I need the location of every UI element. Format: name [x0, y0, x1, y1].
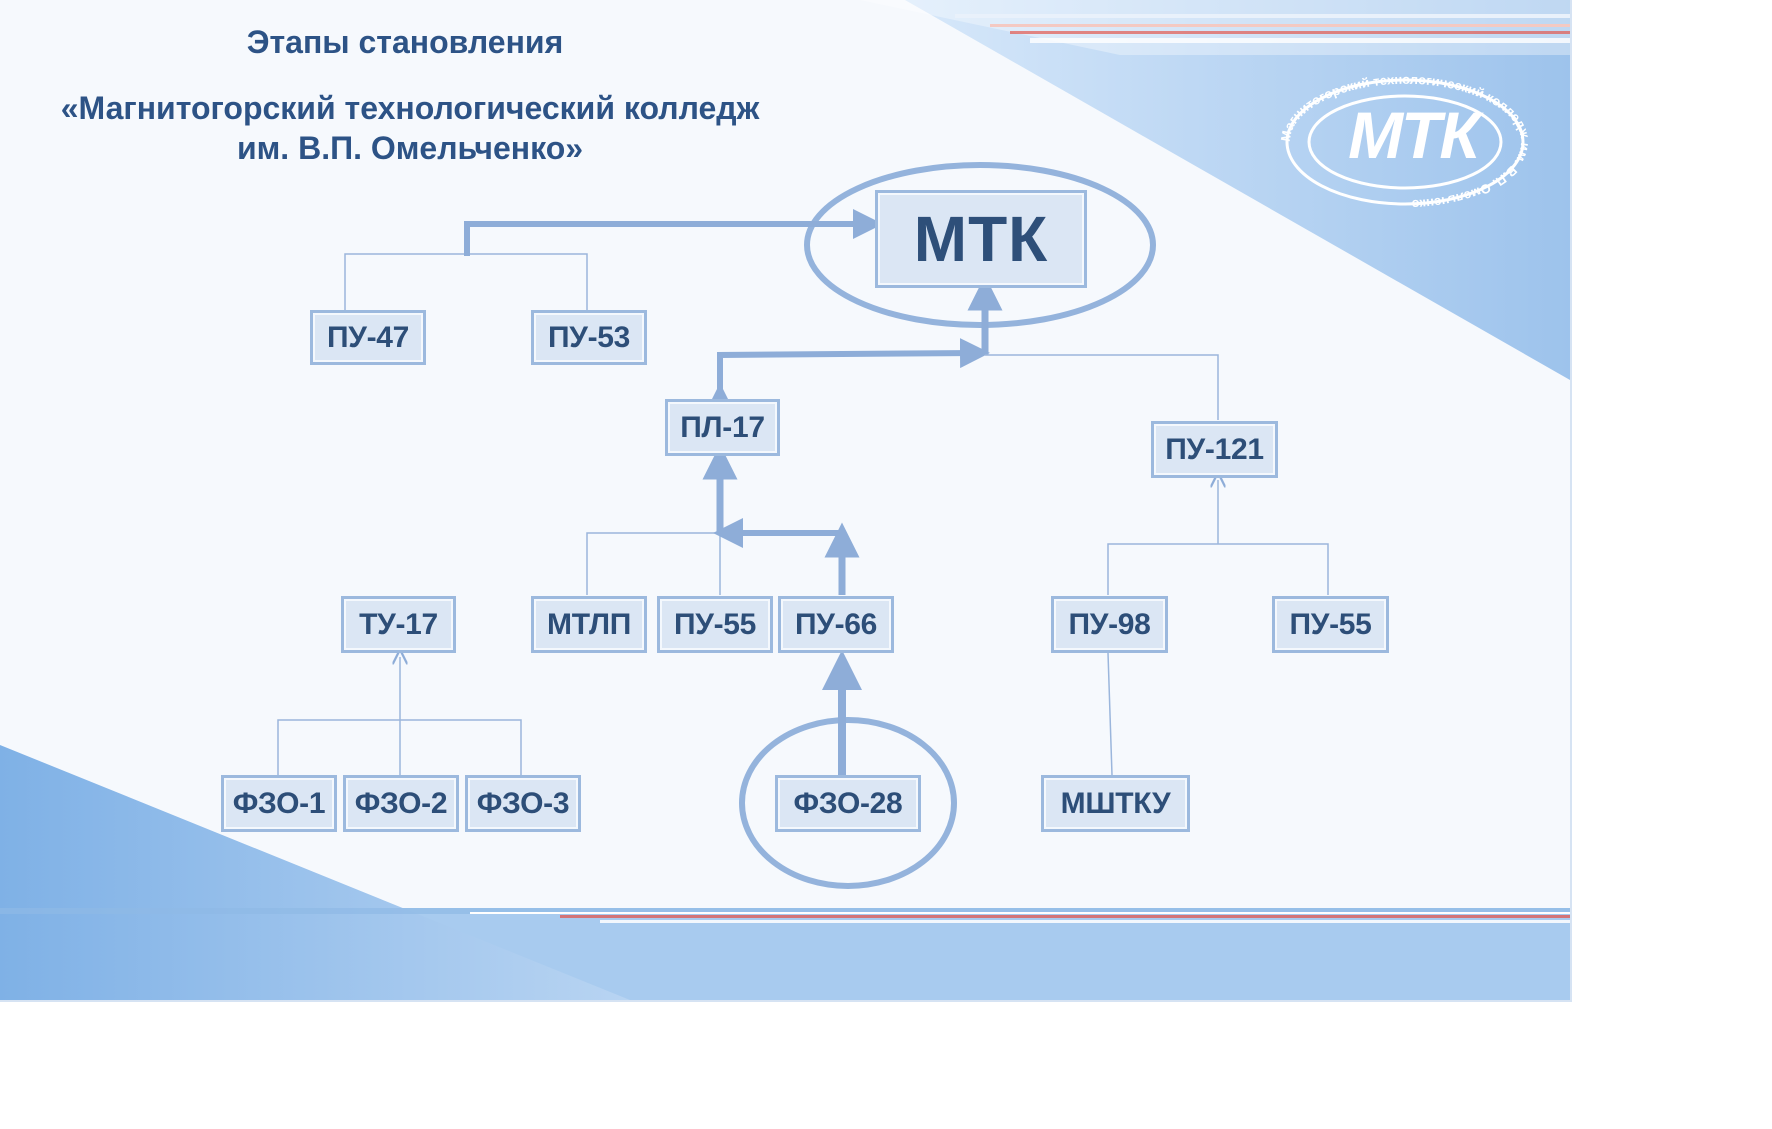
node-fzo28: ФЗО-28 [775, 775, 921, 832]
fzo28-highlight-ellipse [739, 717, 957, 889]
logo-wordmark: МТК [1348, 98, 1480, 172]
node-pu53: ПУ-53 [531, 310, 647, 365]
slide-title: Этапы становления [246, 24, 564, 60]
slide-subtitle: «Магнитогорский технологический колледж … [60, 90, 760, 166]
node-mtlp: МТЛП [531, 596, 647, 653]
node-pu121: ПУ-121 [1151, 421, 1278, 478]
node-fzo3: ФЗО-3 [465, 775, 581, 832]
node-fzo1: ФЗО-1 [221, 775, 337, 832]
node-fzo2: ФЗО-2 [343, 775, 459, 832]
slide: Этапы становления «Магнитогорский технол… [0, 0, 1572, 1002]
node-mtk: МТК [875, 190, 1087, 288]
connector-lines [277, 162, 1329, 889]
node-pl17: ПЛ-17 [665, 399, 780, 456]
node-pu98: ПУ-98 [1051, 596, 1168, 653]
node-mshtku: МШТКУ [1041, 775, 1190, 832]
node-pu55-b: ПУ-55 [1272, 596, 1389, 653]
mtk-highlight-ellipse [804, 162, 1156, 328]
node-pu55-a: ПУ-55 [657, 596, 773, 653]
node-pu47: ПУ-47 [310, 310, 426, 365]
node-pu66: ПУ-66 [778, 596, 894, 653]
node-tu17: ТУ-17 [341, 596, 456, 653]
college-logo: Магнитогорский технологический колледж и… [1278, 75, 1533, 210]
